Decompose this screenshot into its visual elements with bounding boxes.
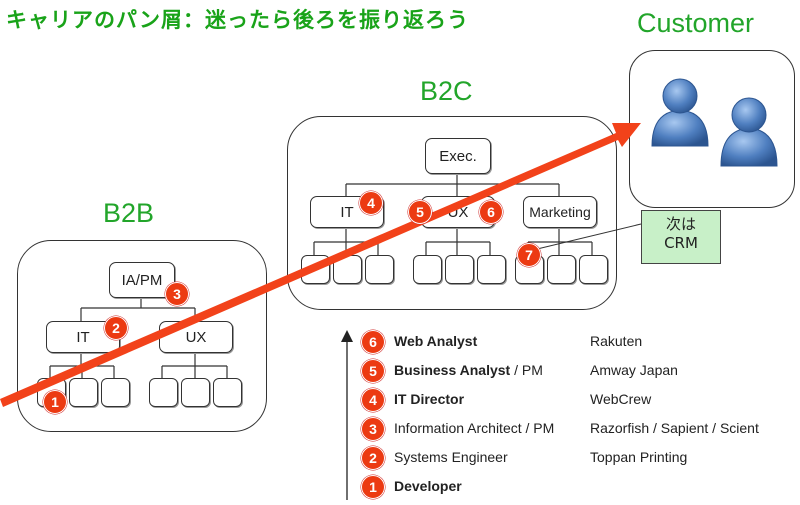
b2b-label: B2B xyxy=(103,198,155,228)
legend-role: Developer xyxy=(394,478,462,494)
legend-badge: 4 xyxy=(361,388,385,412)
callout-line-1: 次は xyxy=(665,215,696,233)
b2c-leaf xyxy=(445,255,474,284)
person-icon xyxy=(720,97,778,167)
b2c-marketing-node: Marketing xyxy=(523,196,597,228)
legend-role: Business Analyst xyxy=(394,362,511,378)
b2c-label: B2C xyxy=(420,76,473,106)
slide-title: キャリアのパン屑：迷ったら後ろを振り返ろう xyxy=(6,8,470,32)
step-badge-1: 1 xyxy=(43,390,67,414)
legend-badge: 3 xyxy=(361,417,385,441)
b2b-leaf xyxy=(213,378,242,407)
legend: 6 Web Analyst Rakuten 5 Business Analyst… xyxy=(361,329,796,503)
legend-row: 6 Web Analyst Rakuten xyxy=(361,329,796,358)
step-badge-6: 6 xyxy=(479,200,503,224)
legend-badge: 6 xyxy=(361,330,385,354)
b2b-leaf xyxy=(181,378,210,407)
b2b-iapm-node: IA/PM xyxy=(109,262,175,298)
legend-row: 4 IT Director WebCrew xyxy=(361,387,796,416)
step-badge-4: 4 xyxy=(359,191,383,215)
b2c-leaf xyxy=(579,255,608,284)
step-badge-7: 7 xyxy=(517,243,541,267)
legend-company: WebCrew xyxy=(590,391,652,407)
step-badge-2: 2 xyxy=(104,316,128,340)
b2b-leaf xyxy=(149,378,178,407)
step-badge-5: 5 xyxy=(408,200,432,224)
b2c-leaf xyxy=(413,255,442,284)
legend-badge: 1 xyxy=(361,475,385,499)
person-icon xyxy=(651,78,709,147)
legend-row: 1 Developer xyxy=(361,474,796,503)
next-crm-callout: 次は CRM xyxy=(641,210,721,264)
b2c-leaf xyxy=(477,255,506,284)
legend-row: 2 Systems Engineer Toppan Printing xyxy=(361,445,796,474)
legend-role: IT Director xyxy=(394,391,465,407)
b2b-leaf xyxy=(101,378,130,407)
customer-label: Customer xyxy=(637,8,755,38)
legend-role: Web Analyst xyxy=(394,333,478,349)
legend-company: Razorfish / Sapient / Scient xyxy=(590,420,759,436)
callout-line-2: CRM xyxy=(664,234,698,252)
legend-row: 5 Business Analyst / PM Amway Japan xyxy=(361,358,796,387)
legend-badge: 5 xyxy=(361,359,385,383)
b2c-leaf xyxy=(365,255,394,284)
legend-company: Rakuten xyxy=(590,333,643,349)
b2b-leaf xyxy=(69,378,98,407)
legend-badge: 2 xyxy=(361,446,385,470)
legend-row: 3 Information Architect / PM Razorfish /… xyxy=(361,416,796,445)
legend-company: Toppan Printing xyxy=(590,449,688,465)
legend-company: Amway Japan xyxy=(590,362,678,378)
b2c-exec-node: Exec. xyxy=(425,138,491,174)
b2c-leaf xyxy=(547,255,576,284)
step-badge-3: 3 xyxy=(165,282,189,306)
